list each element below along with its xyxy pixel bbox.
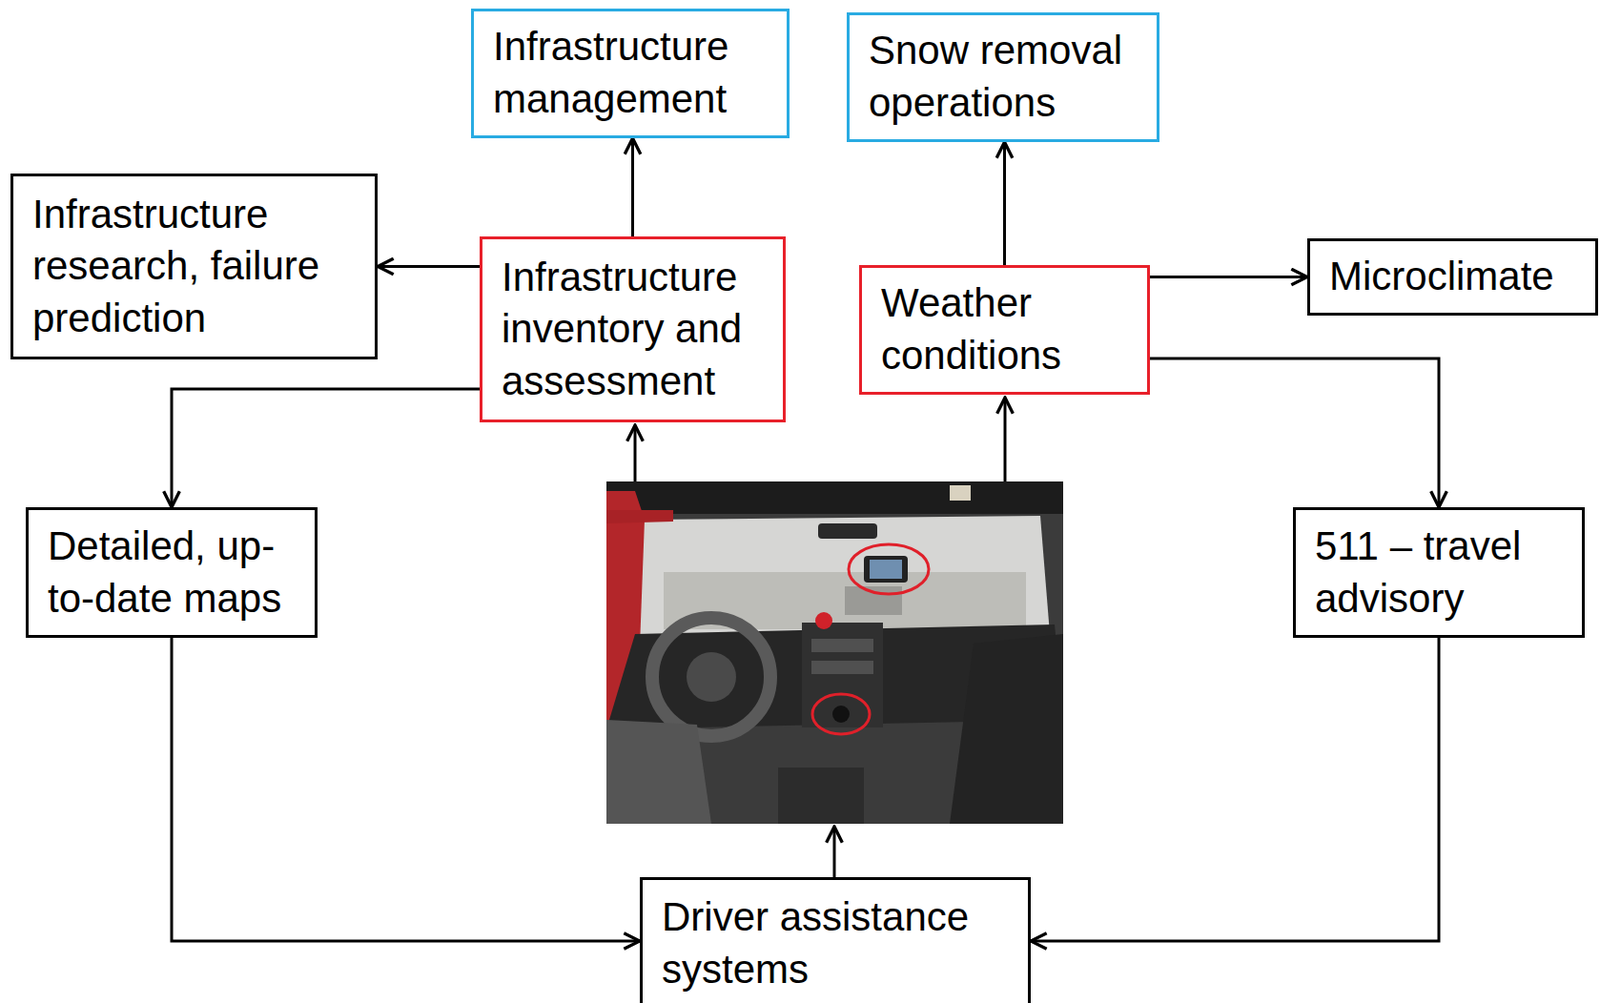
- data-box: Weather conditions: [859, 265, 1150, 395]
- node-label: Microclimate: [1329, 250, 1577, 304]
- sensor-knob: [832, 705, 850, 723]
- roll-bar: [606, 510, 674, 524]
- phone-screen: [869, 559, 903, 579]
- parked-car: [844, 586, 903, 616]
- connector-arrow: [171, 389, 480, 508]
- highlight-circle: [812, 694, 870, 735]
- highlight-circle: [848, 544, 929, 595]
- connector-arrow: [631, 138, 635, 237]
- node-label: Detailed, up-to-date maps: [47, 520, 296, 625]
- car-interior-photo: [606, 481, 1064, 824]
- gear-console: [778, 767, 864, 824]
- application-box: Snow removal operations: [846, 12, 1160, 143]
- data-box: Infrastructure inventory and assessment: [479, 236, 786, 423]
- vent: [811, 638, 874, 653]
- node-label: 511 – travel advisory: [1314, 520, 1563, 625]
- photo-background: [606, 481, 1064, 824]
- connector-arrow: [1003, 142, 1006, 266]
- driver-seat: [606, 719, 712, 824]
- process-box: Infrastructure research, failure predict…: [10, 173, 378, 360]
- process-box: Detailed, up-to-date maps: [25, 507, 318, 638]
- connector-arrow: [1030, 637, 1439, 942]
- application-box: Infrastructure management: [471, 8, 790, 139]
- photo-arrow: [634, 425, 637, 482]
- rear-view-mirror: [818, 523, 878, 539]
- node-label: Infrastructure management: [492, 20, 768, 125]
- sticker: [949, 485, 971, 501]
- radio: [811, 660, 874, 675]
- connector-arrow: [1149, 275, 1308, 279]
- node-label: Weather conditions: [881, 277, 1129, 382]
- connector-arrow: [1149, 358, 1439, 508]
- red-button: [815, 612, 833, 630]
- node-label: Snow removal operations: [868, 24, 1138, 129]
- photo-arrow: [833, 826, 837, 878]
- steering-wheel: [652, 617, 771, 737]
- node-label: Infrastructure inventory and assessment: [501, 251, 764, 409]
- node-label: Driver assistance systems: [661, 891, 1009, 996]
- process-box: Microclimate: [1307, 238, 1599, 316]
- connector-arrow: [377, 265, 480, 268]
- connector-arrow: [171, 637, 640, 942]
- steering-hub: [686, 652, 737, 702]
- node-label: Infrastructure research, failure predict…: [32, 188, 356, 346]
- photo-arrow: [1004, 397, 1007, 482]
- smartphone: [863, 555, 908, 583]
- process-box: Driver assistance systems: [639, 877, 1031, 1003]
- process-box: 511 – travel advisory: [1292, 507, 1585, 638]
- roof: [606, 481, 1064, 514]
- passenger-seat: [949, 634, 1064, 824]
